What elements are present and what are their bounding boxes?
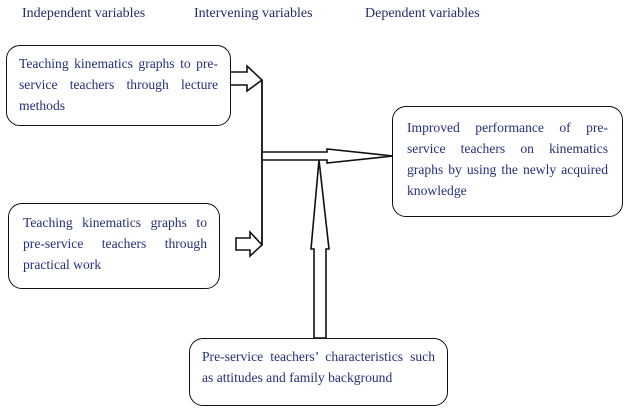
- box-practical-work-text: Teaching kinematics graphs to pre-servic…: [23, 215, 207, 272]
- box-teacher-characteristics-text: Pre-service teachers’ characteristics su…: [202, 349, 435, 385]
- heading-dependent-variables: Dependent variables: [365, 6, 480, 21]
- box-teacher-characteristics: Pre-service teachers’ characteristics su…: [189, 338, 448, 406]
- arrow-characteristics-to-main: [310, 159, 330, 339]
- arrow-practical-to-collector: [235, 229, 264, 258]
- box-lecture-methods: Teaching kinematics graphs to pre-servic…: [6, 45, 231, 126]
- heading-independent-variables: Independent variables: [22, 6, 146, 21]
- arrow-lecture-to-collector: [229, 64, 264, 93]
- box-lecture-methods-text: Teaching kinematics graphs to pre-servic…: [19, 56, 218, 113]
- box-improved-performance-text: Improved performance of pre-service teac…: [407, 120, 608, 198]
- box-practical-work: Teaching kinematics graphs to pre-servic…: [8, 203, 220, 289]
- heading-intervening-variables: Intervening variables: [194, 6, 313, 21]
- box-improved-performance: Improved performance of pre-service teac…: [392, 106, 623, 217]
- arrow-to-outcome: [261, 148, 394, 164]
